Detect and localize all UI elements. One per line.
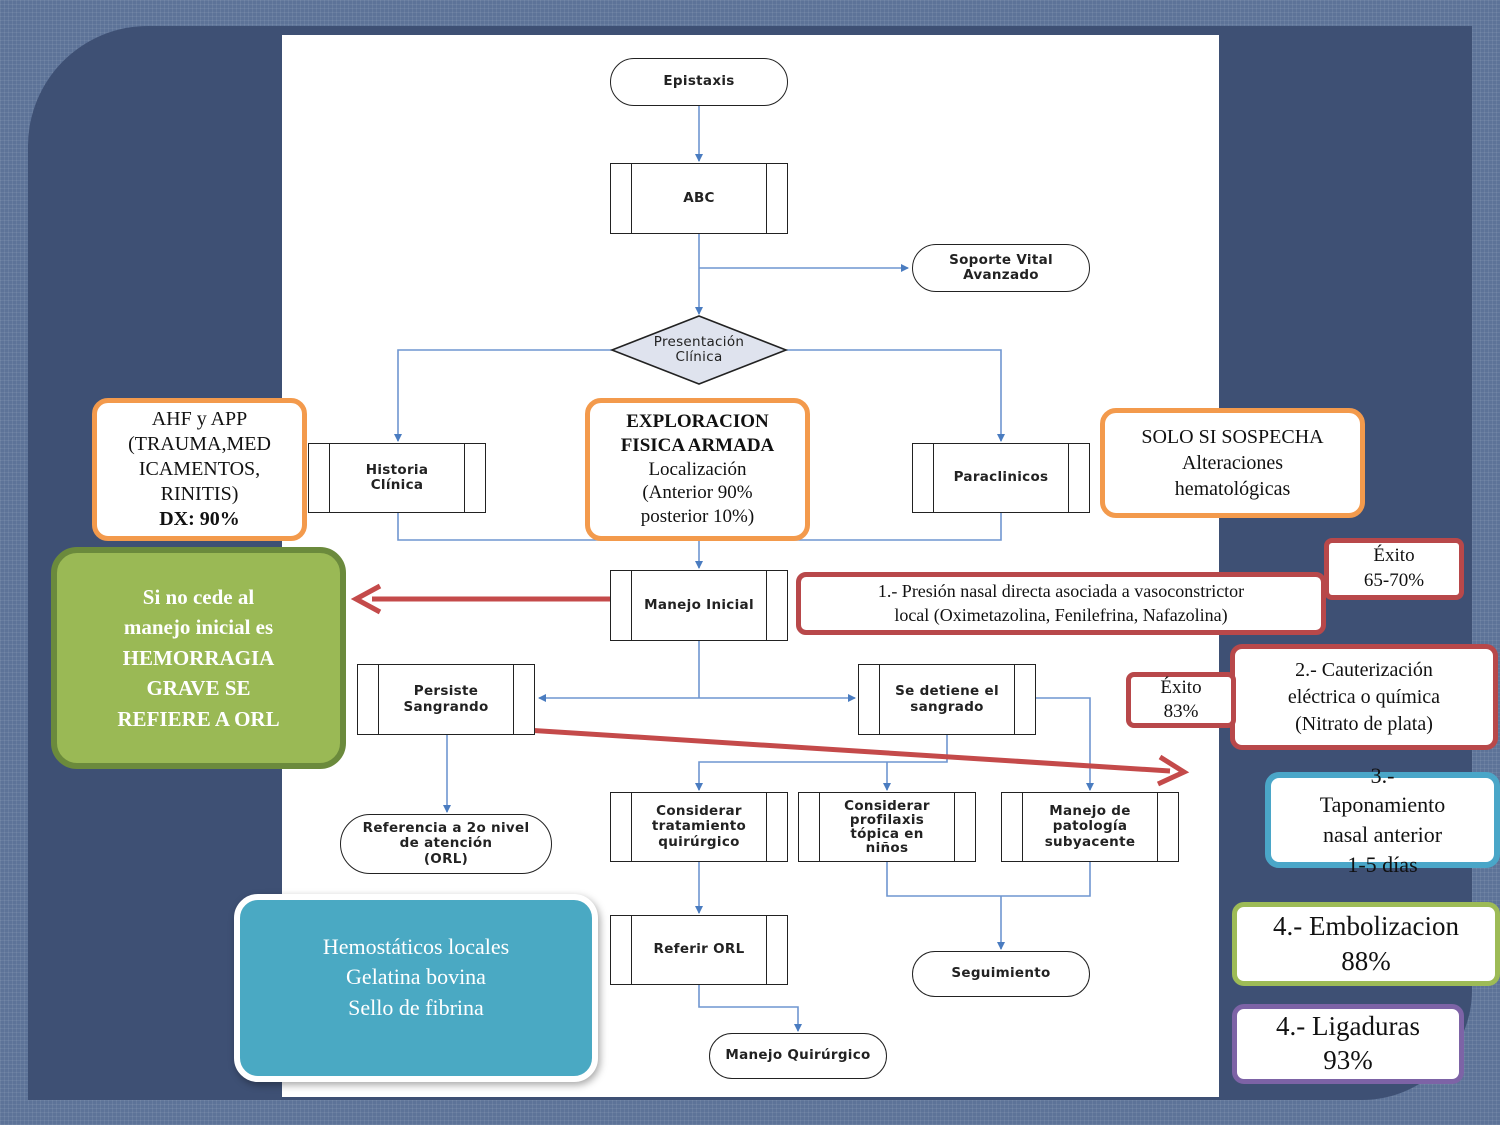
node-manejo-inicial: Manejo Inicial [610,570,788,641]
callout-presion-nasal: 1.- Presión nasal directa asociada a vas… [796,572,1326,635]
callout-solo-si-sospecha: SOLO SI SOSPECHA Alteraciones hematológi… [1100,408,1365,518]
callout-hemostaticos: Hemostáticos locales Gelatina bovina Sel… [234,894,598,1082]
callout-exito-65-70: Éxito 65-70% [1324,538,1464,600]
red-arrow-diagonal [447,722,1190,787]
node-paraclinicos: Paraclinicos [912,443,1090,513]
node-epistaxis: Epistaxis [610,58,788,106]
node-manejo-quirurgico: Manejo Quirúrgico [709,1033,887,1079]
callout-ligaduras: 4.- Ligaduras 93% [1232,1004,1464,1084]
callout-exito-83: Éxito 83% [1126,672,1236,728]
red-arrow-left [350,583,610,615]
node-seguimiento: Seguimiento [912,951,1090,997]
callout-cauterizacion: 2.- Cauterización eléctrica o química (N… [1230,644,1498,750]
callout-exploracion-fisica: EXPLORACION FISICA ARMADA Localización (… [585,398,810,541]
callout-hemorragia-grave: Si no cede al manejo inicial es HEMORRAG… [51,547,346,769]
node-referir-orl: Referir ORL [610,915,788,985]
callout-embolizacion: 4.- Embolizacion 88% [1232,902,1500,986]
callout-taponamiento: 3.- Taponamiento nasal anterior 1-5 días [1265,763,1500,877]
node-abc: ABC [610,163,788,234]
callout-ahf-app: AHF y APP (TRAUMA,MED ICAMENTOS, RINITIS… [92,398,307,541]
